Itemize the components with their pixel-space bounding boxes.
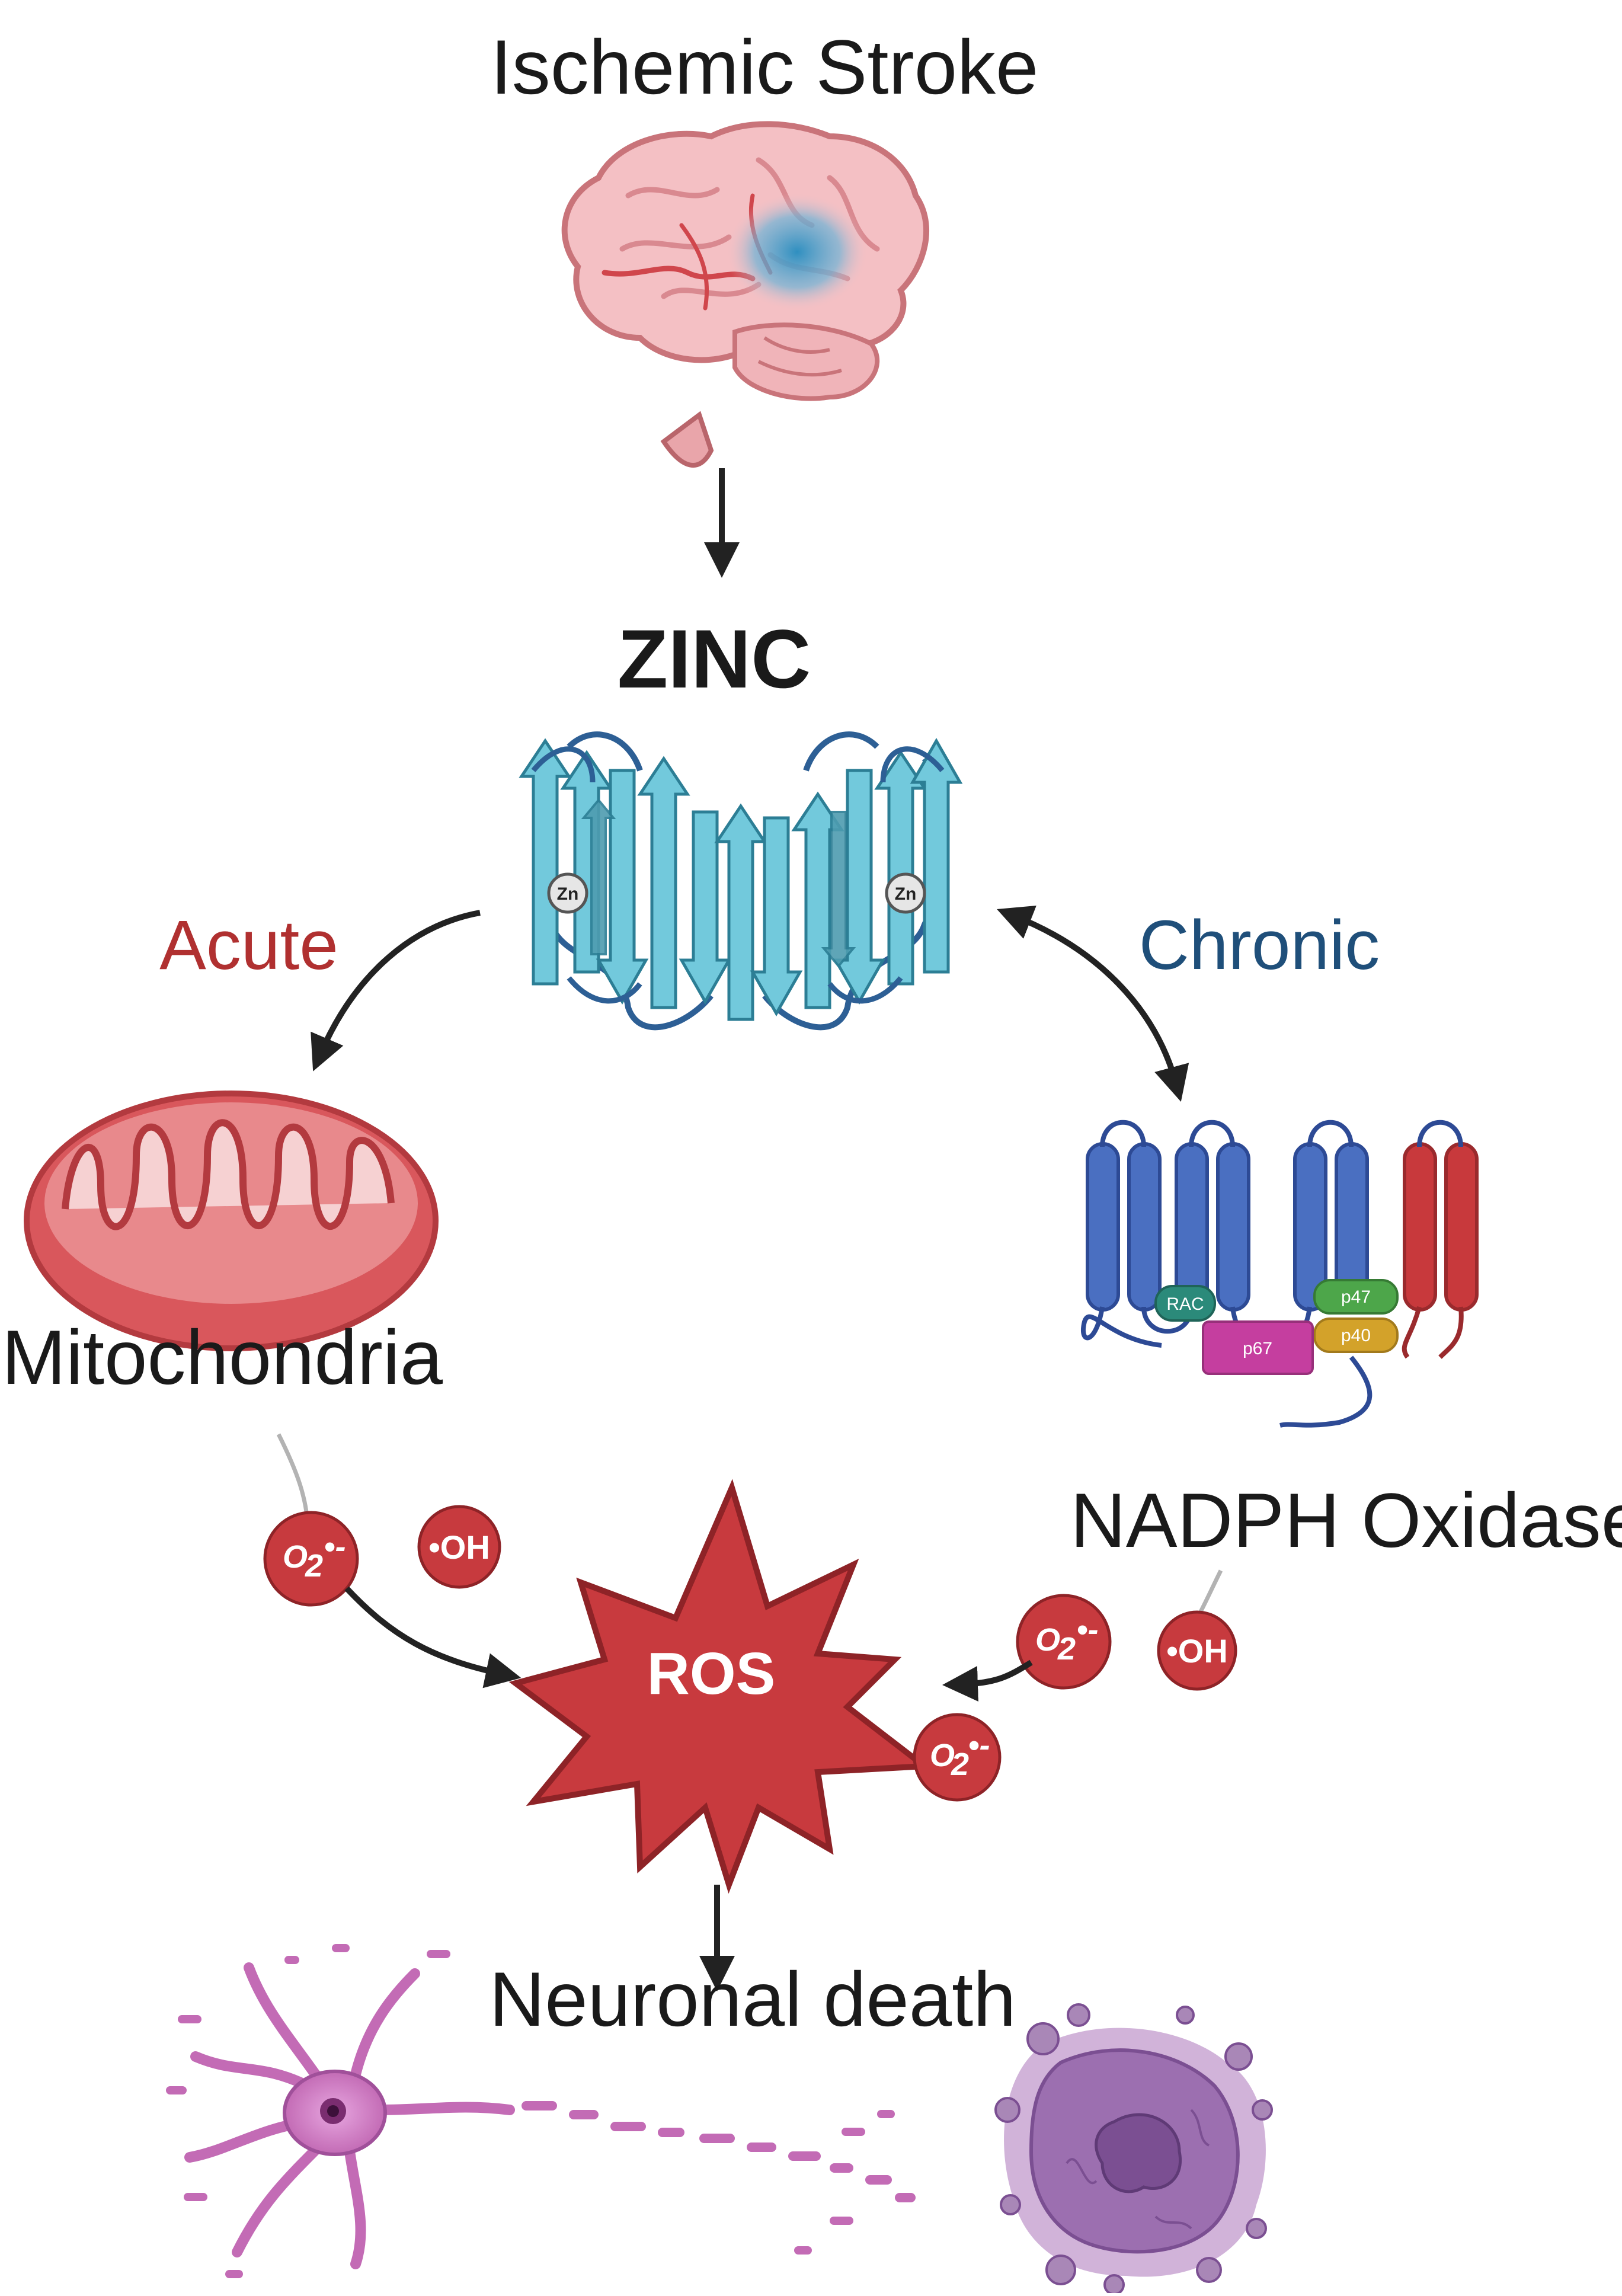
hydroxyl-molecule-right: •OH [1157,1610,1237,1691]
mitochondria-icon [24,1091,439,1351]
mitochondria-label: Mitochondria [2,1314,443,1400]
nadph-oxidase-label: NADPH Oxidase [1070,1477,1622,1563]
p47-label: p47 [1341,1287,1371,1307]
zn-label-left: Zn [557,884,579,904]
superoxide-molecule-right-bottom: O 2 •- [913,1713,1002,1802]
chronic-label: Chronic [1139,906,1380,984]
acute-arrow [311,910,481,1072]
mito-to-ros-arrow [344,1586,522,1689]
ros-label: ROS [647,1641,776,1707]
nadph-to-ros-arrow [942,1659,1033,1702]
svg-text:2: 2 [951,1747,969,1782]
svg-text:•-: •- [968,1728,990,1763]
svg-text:•-: •- [324,1529,346,1565]
neuronal-death-label: Neuronal death [490,1956,1016,2042]
hydroxyl-molecule-left: •OH [417,1505,501,1589]
zinc-label: ZINC [618,612,811,705]
acute-label: Acute [159,906,338,984]
zinc-protein-icon: Zn Zn [519,731,963,1031]
chronic-arrow [997,906,1189,1102]
zn-label-right: Zn [895,884,917,904]
svg-text:2: 2 [305,1548,323,1584]
svg-text:O: O [283,1539,308,1575]
ros-burst [508,1479,933,1894]
svg-text:•OH: •OH [1166,1632,1228,1670]
superoxide-molecule-right-top: O 2 •- [1016,1594,1112,1690]
svg-text:2: 2 [1057,1631,1076,1667]
superoxide-molecule-left: O 2 •- [263,1511,359,1607]
zn-ion-right [885,872,926,914]
svg-text:O: O [930,1738,955,1773]
rac-label: RAC [1166,1294,1204,1314]
svg-text:•OH: •OH [428,1528,490,1566]
ischemic-stroke-label: Ischemic Stroke [491,24,1039,110]
brain-icon [561,121,930,468]
p40-label: p40 [1341,1326,1371,1345]
p67-label: p67 [1243,1339,1272,1358]
zn-ion-left [547,872,588,914]
nadph-oxidase-icon: RAC p47 p40 p67 [1081,1120,1479,1428]
svg-text:•-: •- [1077,1612,1099,1648]
svg-text:O: O [1035,1622,1060,1658]
neuron-icon [166,1944,916,2278]
dying-cell-icon [994,2003,1273,2295]
